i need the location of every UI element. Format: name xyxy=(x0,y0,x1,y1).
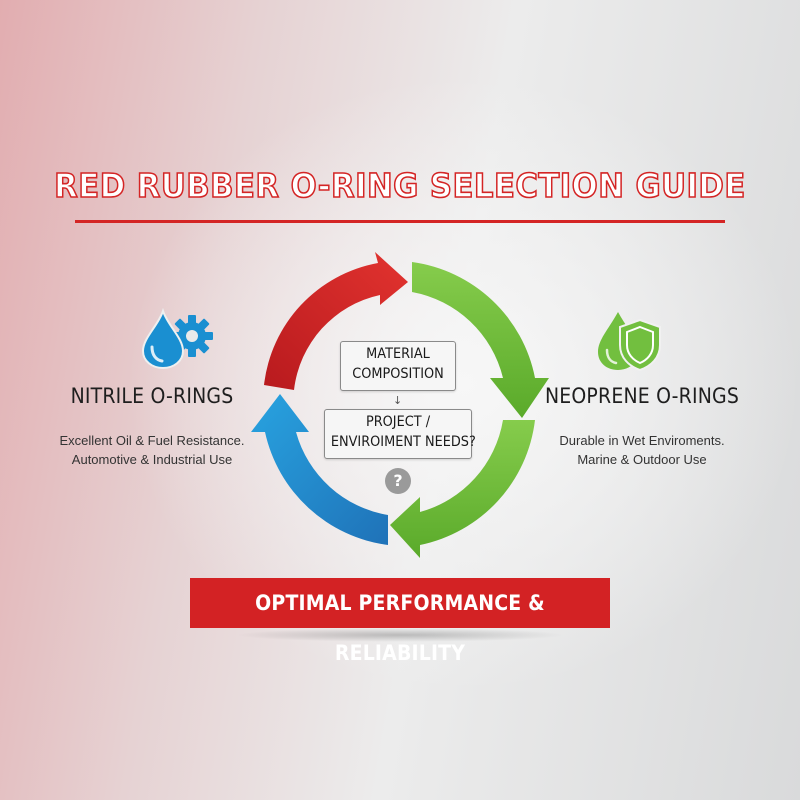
project-line1: PROJECT / xyxy=(365,414,431,430)
banner-shadow xyxy=(235,628,565,642)
page-title: RED RUBBER O-RING SELECTION GUIDE xyxy=(53,165,746,206)
neoprene-description: Durable in Wet Enviroments. Marine & Out… xyxy=(522,431,762,469)
material-line2: COMPOSITION xyxy=(352,366,444,382)
down-arrow-icon: ↓ xyxy=(393,394,403,407)
cycle-arrow-green-upper xyxy=(412,262,549,418)
oil-drop-gear-icon xyxy=(141,307,213,370)
material-composition-box: MATERIAL COMPOSITION xyxy=(340,341,456,391)
performance-banner: OPTIMAL PERFORMANCE & RELIABILITY xyxy=(190,578,610,665)
banner-label: OPTIMAL PERFORMANCE & RELIABILITY xyxy=(255,591,545,665)
project-environment-box: PROJECT / ENVIROIMENT NEEDS? xyxy=(324,409,476,459)
neoprene-desc-line2: Marine & Outdoor Use xyxy=(577,452,707,467)
question-mark-icon: ? xyxy=(385,468,411,494)
cycle-arrow-green-lower xyxy=(390,420,535,558)
nitrile-title: NITRILE O-RINGS xyxy=(70,384,234,408)
neoprene-desc-line1: Durable in Wet Enviroments. xyxy=(559,433,725,448)
neoprene-title: NEOPRENE O-RINGS xyxy=(544,384,740,408)
nitrile-desc-line2: Automotive & Industrial Use xyxy=(71,452,233,467)
leaf-drop-shield-icon xyxy=(598,312,661,372)
title-underline xyxy=(75,220,725,223)
nitrile-desc-line1: Excellent Oil & Fuel Resistance. xyxy=(59,433,245,448)
nitrile-description: Excellent Oil & Fuel Resistance. Automot… xyxy=(32,431,272,469)
project-line2: ENVIROIMENT NEEDS? xyxy=(330,434,476,450)
cycle-arrow-blue xyxy=(251,394,388,545)
material-line1: MATERIAL xyxy=(366,346,430,362)
cycle-arrow-red xyxy=(264,252,408,390)
